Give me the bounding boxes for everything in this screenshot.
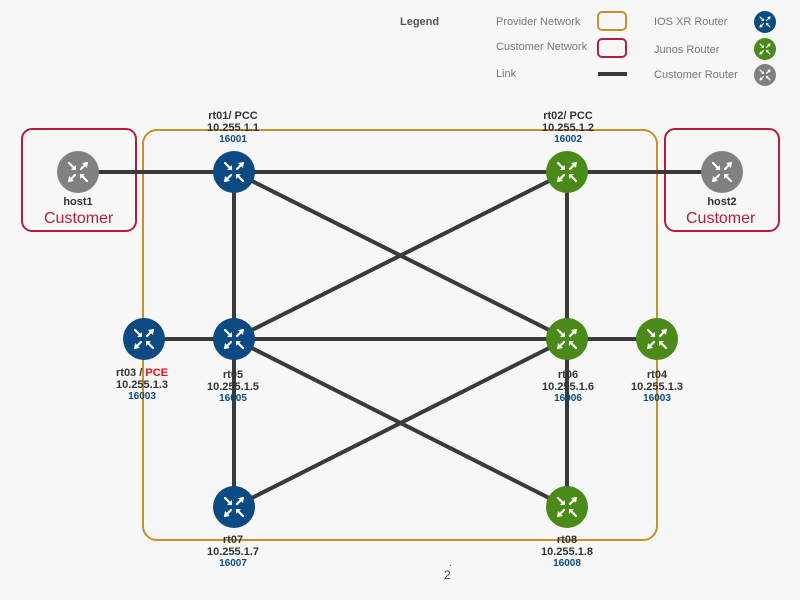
rt08-sid: 16008 — [553, 558, 581, 569]
rt03-pce-tag: PCE — [145, 367, 168, 379]
rt02-sid: 16002 — [554, 134, 582, 145]
rt05-sid: 16005 — [219, 393, 247, 404]
rt05-router-icon[interactable] — [213, 318, 255, 360]
rt01-ip: 10.255.1.1 — [207, 122, 259, 134]
legend-junos-icon[interactable] — [754, 38, 776, 60]
page-dot: . — [449, 558, 452, 569]
rt04-name: rt04 — [646, 369, 668, 381]
rt01-name: rt01/ PCC — [208, 110, 258, 122]
rt08-ip: 10.255.1.8 — [541, 546, 593, 558]
rt04-label: rt04 10.255.1.3 16003 — [597, 369, 717, 405]
legend-link-label: Link — [496, 68, 517, 80]
customer-label-left: Customer — [44, 210, 114, 227]
host1-label: host1 — [18, 196, 138, 208]
legend-junos-label: Junos Router — [654, 44, 720, 56]
host2-name: host2 — [707, 196, 737, 208]
host1-name: host1 — [63, 196, 93, 208]
legend-iosxr-label: IOS XR Router — [654, 16, 728, 28]
rt08-name: rt08 — [556, 534, 578, 546]
rt01-sid: 16001 — [219, 134, 247, 145]
rt05-name: rt05 — [222, 369, 244, 381]
legend-provider-label: Provider Network — [496, 16, 581, 28]
legend-provider-swatch — [597, 11, 627, 31]
rt06-sid: 16006 — [554, 393, 582, 404]
legend-customer-router-label: Customer Router — [654, 69, 738, 81]
rt02-name: rt02/ PCC — [543, 110, 593, 122]
rt01-label: rt01/ PCC 10.255.1.1 16001 — [173, 110, 293, 146]
host1-router-icon[interactable] — [57, 151, 99, 193]
legend-title: Legend — [400, 16, 440, 28]
rt04-router-icon[interactable] — [636, 318, 678, 360]
rt01-router-icon[interactable] — [213, 151, 255, 193]
links-layer — [78, 170, 722, 509]
rt03-router-icon[interactable] — [123, 318, 165, 360]
rt07-router-icon[interactable] — [213, 486, 255, 528]
rt04-sid: 16003 — [643, 393, 671, 404]
rt03-sid: 16003 — [128, 391, 156, 402]
legend-customer-router-icon[interactable] — [754, 64, 776, 86]
nodes-layer — [57, 151, 743, 528]
rt07-label: rt07 10.255.1.7 16007 — [173, 534, 293, 570]
customer-box-right — [664, 128, 780, 232]
legend-icons — [754, 11, 776, 86]
rt03-name: rt03 / — [116, 367, 146, 379]
rt02-label: rt02/ PCC 10.255.1.2 16002 — [508, 110, 628, 146]
rt07-ip: 10.255.1.7 — [207, 546, 259, 558]
customer-box-left — [21, 128, 137, 232]
link-rt06-rt07 — [233, 337, 568, 509]
rt06-name: rt06 — [557, 369, 579, 381]
rt06-ip: 10.255.1.6 — [542, 381, 594, 393]
page-number: 2 — [444, 568, 451, 582]
rt07-name: rt07 — [222, 534, 244, 546]
rt04-ip: 10.255.1.3 — [631, 381, 683, 393]
host2-router-icon[interactable] — [701, 151, 743, 193]
rt03-ip: 10.255.1.3 — [116, 379, 168, 391]
rt03-label: rt03 / PCE 10.255.1.3 16003 — [82, 367, 202, 403]
rt06-router-icon[interactable] — [546, 318, 588, 360]
rt02-ip: 10.255.1.2 — [542, 122, 594, 134]
customer-label-right: Customer — [686, 210, 756, 227]
legend-customer-label: Customer Network — [496, 41, 588, 53]
rt05-ip: 10.255.1.5 — [207, 381, 259, 393]
rt08-router-icon[interactable] — [546, 486, 588, 528]
rt05-label: rt05 10.255.1.5 16005 — [173, 369, 293, 405]
rt02-router-icon[interactable] — [546, 151, 588, 193]
rt07-sid: 16007 — [219, 558, 247, 569]
legend-customer-swatch — [597, 38, 627, 58]
link-rt02-rt05 — [233, 170, 568, 341]
rt06-label: rt06 10.255.1.6 16006 — [508, 369, 628, 405]
legend-iosxr-icon[interactable] — [754, 11, 776, 33]
host2-label: host2 — [662, 196, 782, 208]
rt08-label: rt08 10.255.1.8 16008 — [507, 534, 627, 570]
